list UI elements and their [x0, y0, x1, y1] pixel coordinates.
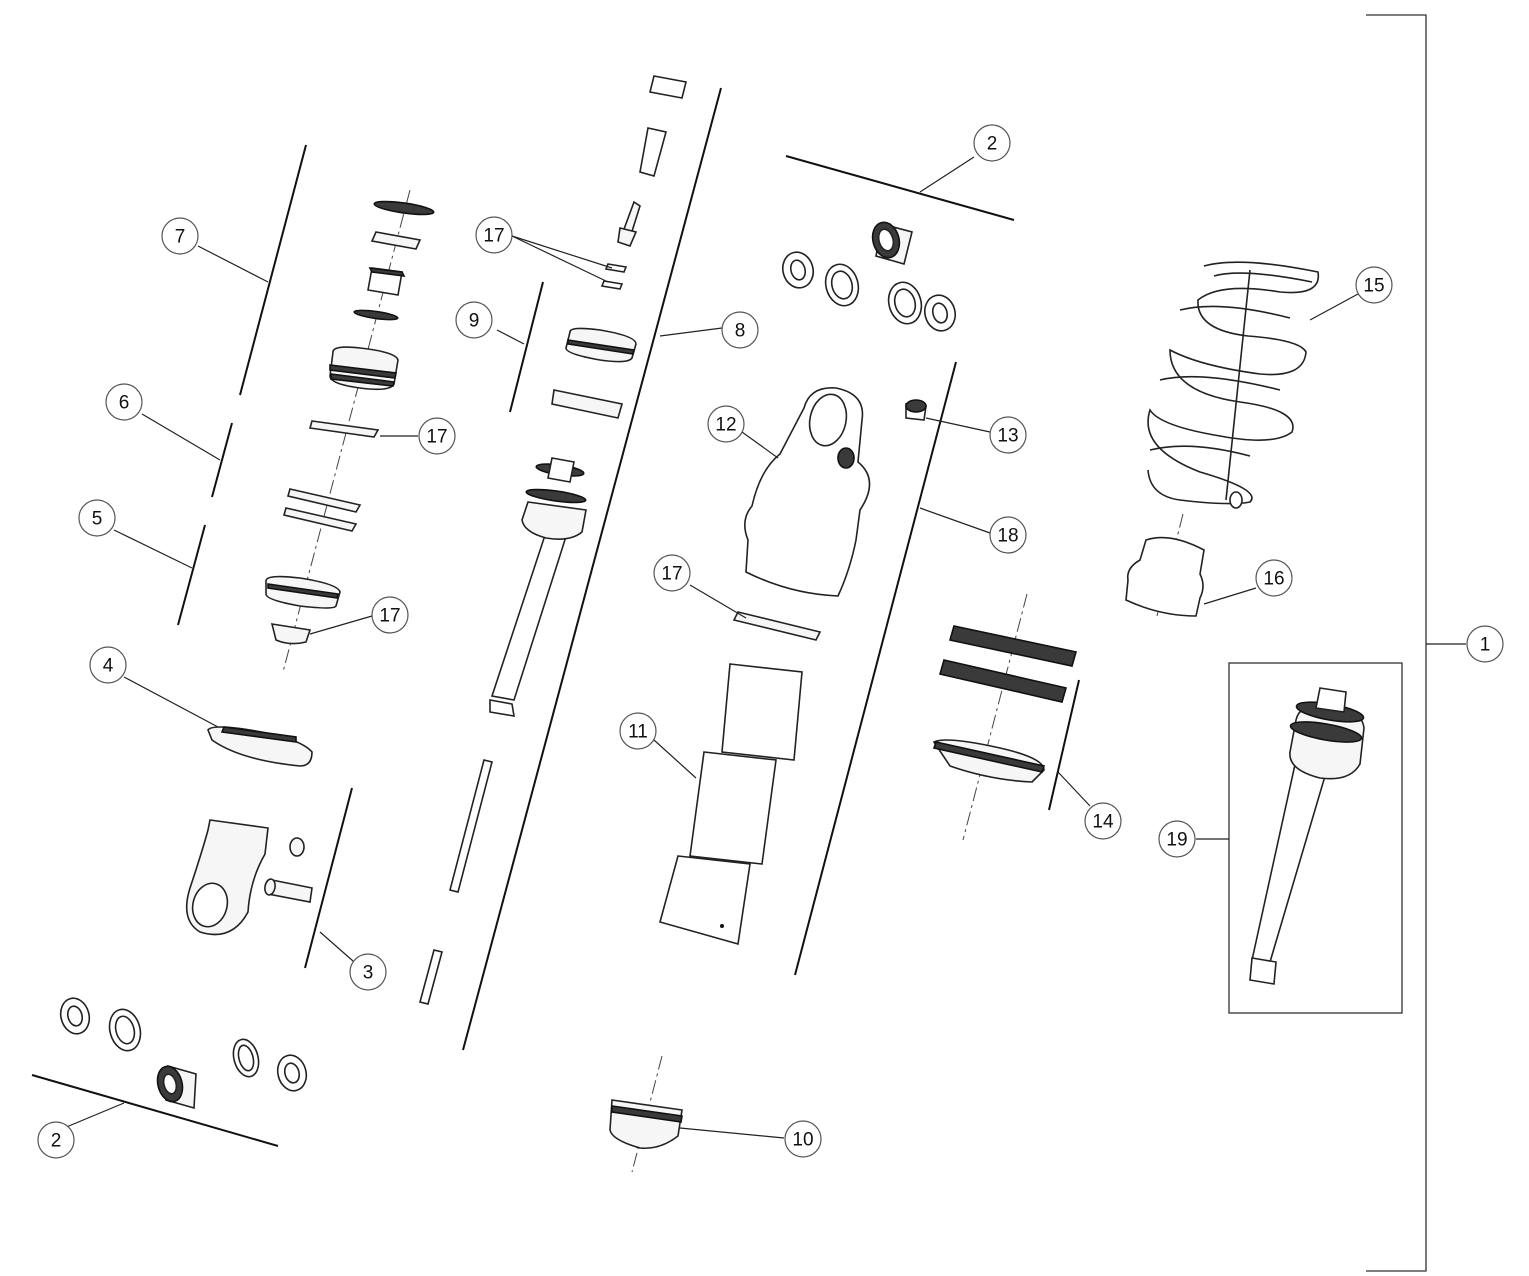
- svg-text:5: 5: [92, 509, 103, 530]
- assembly-bracket: [1366, 14, 1466, 1272]
- shim-part: [370, 231, 422, 250]
- hex-nut-part: [649, 75, 687, 99]
- washer-part: [373, 200, 435, 216]
- group-line-6: [211, 422, 233, 498]
- callout-16: 16: [1255, 559, 1293, 597]
- svg-text:7: 7: [175, 227, 186, 248]
- group-4-parts: [207, 726, 313, 767]
- bumper-part: [551, 389, 624, 419]
- o-ring-part: [353, 309, 399, 321]
- callout-2-bottom: 2: [37, 1121, 75, 1159]
- svg-text:16: 16: [1263, 569, 1284, 590]
- svg-text:14: 14: [1092, 812, 1114, 833]
- callout-1: 1: [1466, 625, 1504, 663]
- svg-text:4: 4: [103, 656, 114, 677]
- callout-5: 5: [78, 499, 116, 537]
- callout-6: 6: [105, 383, 143, 421]
- callouts: 1 2 2 3 4 5 6 7: [37, 124, 1504, 1159]
- svg-text:18: 18: [997, 526, 1018, 547]
- svg-text:3: 3: [363, 963, 374, 984]
- group-5-parts: [265, 575, 341, 645]
- group-7-parts: [308, 200, 435, 438]
- callout-4: 4: [89, 646, 127, 684]
- group-line-9: [509, 281, 544, 413]
- svg-text:6: 6: [119, 393, 130, 414]
- group-14-parts: [932, 625, 1078, 783]
- callout-17-b: 17: [475, 216, 513, 254]
- group-8-parts: [419, 75, 687, 1005]
- svg-text:11: 11: [628, 722, 648, 743]
- small-pin-part: [604, 263, 628, 273]
- svg-text:10: 10: [792, 1130, 813, 1151]
- callout-17-a: 17: [418, 417, 456, 455]
- svg-text:17: 17: [379, 606, 400, 627]
- callout-17-d: 17: [653, 554, 691, 592]
- group-2-top-parts: [781, 221, 957, 332]
- spring-collar-part: [948, 625, 1078, 667]
- short-rod-part: [419, 949, 443, 1005]
- svg-text:17: 17: [426, 427, 447, 448]
- svg-text:9: 9: [469, 311, 480, 332]
- svg-text:2: 2: [987, 134, 998, 155]
- svg-text:2: 2: [51, 1131, 62, 1152]
- group-2-bottom-parts: [59, 997, 308, 1110]
- group-line-3: [304, 787, 353, 969]
- group-box-19: [1228, 662, 1403, 1014]
- shaft-part: [490, 519, 572, 701]
- callout-13: 13: [989, 416, 1027, 454]
- group-line-2-top: [785, 155, 1015, 221]
- cup-17-c-part: [270, 623, 312, 645]
- shim-17-d-part: [732, 611, 822, 641]
- svg-text:12: 12: [715, 415, 736, 436]
- group-line-2-bottom: [31, 1074, 279, 1147]
- group-line-14: [1048, 679, 1080, 811]
- callout-18: 18: [989, 516, 1027, 554]
- callout-9: 9: [455, 301, 493, 339]
- group-line-5: [177, 524, 206, 626]
- callout-19: 19: [1158, 820, 1196, 858]
- svg-text:8: 8: [735, 321, 746, 342]
- group-line-8: [462, 87, 722, 1051]
- callout-2-top: 2: [973, 124, 1011, 162]
- shim-stack-part: [287, 488, 362, 513]
- bump-stop-part: [1125, 536, 1205, 617]
- reservoir-body-part: [744, 387, 871, 597]
- callout-12: 12: [707, 405, 745, 443]
- group-3-parts: [185, 819, 313, 936]
- group-line-7: [239, 144, 307, 396]
- group-6-parts: [283, 488, 362, 532]
- callout-15: 15: [1355, 266, 1393, 304]
- body-tube-part: [721, 663, 803, 761]
- callout-8: 8: [721, 311, 759, 349]
- group-10-parts: [609, 1099, 683, 1150]
- rod-part: [449, 759, 493, 893]
- callout-17-c: 17: [371, 596, 409, 634]
- svg-text:15: 15: [1363, 276, 1384, 297]
- callout-10: 10: [784, 1120, 822, 1158]
- spacer-part: [639, 127, 667, 177]
- group-lines: [31, 87, 1403, 1147]
- group-18-parts: [659, 387, 927, 946]
- callout-7: 7: [161, 217, 199, 255]
- group-15-spring: [1147, 261, 1320, 509]
- small-pin-part: [600, 280, 624, 290]
- svg-text:19: 19: [1166, 830, 1187, 851]
- group-19-parts: [1249, 687, 1365, 985]
- svg-text:17: 17: [661, 564, 682, 585]
- shaft-assembly-part: [1251, 759, 1330, 963]
- callout-3: 3: [349, 953, 387, 991]
- svg-text:13: 13: [997, 426, 1018, 447]
- group-16-parts: [1125, 536, 1205, 617]
- callout-14: 14: [1084, 802, 1122, 840]
- shaft-head-part: [521, 501, 587, 540]
- callout-11: 11: [619, 712, 657, 750]
- leader-lines: [63, 156, 1359, 1139]
- shim-17-a-part: [308, 420, 380, 438]
- group-line-18: [794, 361, 957, 976]
- svg-text:17: 17: [483, 226, 504, 247]
- small-ring-part: [289, 837, 305, 857]
- svg-text:1: 1: [1480, 635, 1491, 656]
